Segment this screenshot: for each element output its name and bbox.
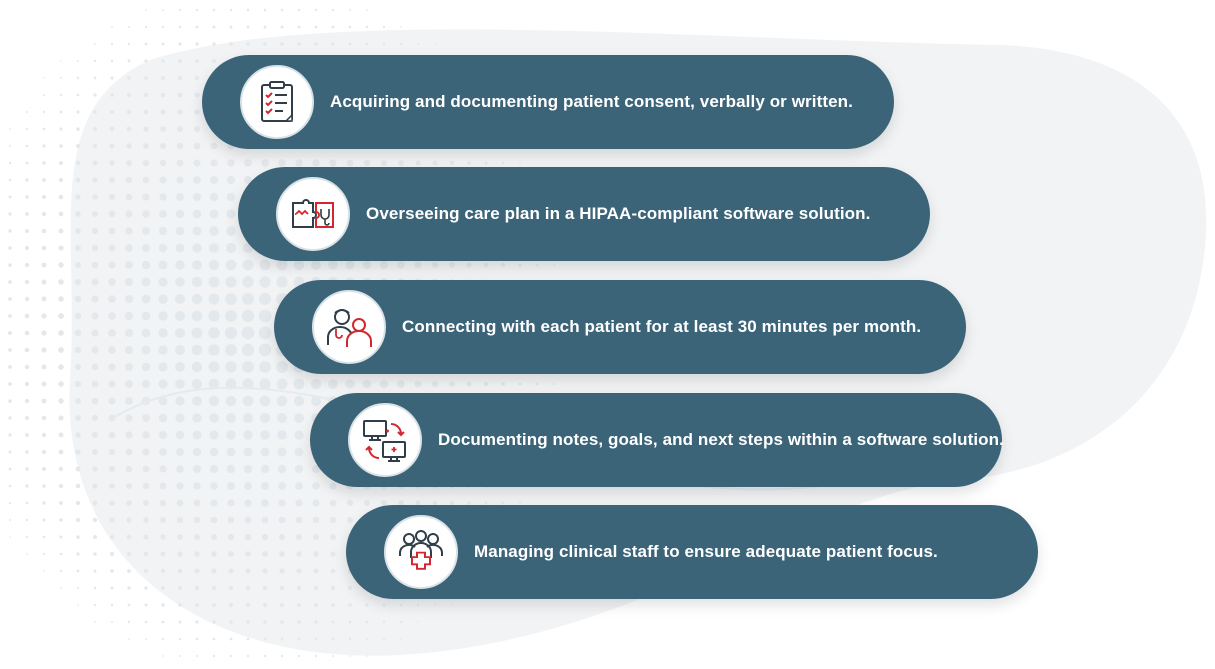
step-label: Managing clinical staff to ensure adequa… — [474, 542, 938, 561]
step-4: Documenting notes, goals, and next steps… — [310, 393, 1004, 487]
step-label: Overseeing care plan in a HIPAA-complian… — [366, 204, 871, 223]
step-label: Acquiring and documenting patient consen… — [330, 92, 853, 111]
step-label: Documenting notes, goals, and next steps… — [438, 430, 1004, 449]
step-3: Connecting with each patient for at leas… — [274, 280, 966, 374]
step-2: Overseeing care plan in a HIPAA-complian… — [238, 167, 930, 261]
computers-sync-icon — [348, 403, 422, 477]
step-5: Managing clinical staff to ensure adequa… — [346, 505, 1038, 599]
puzzle-heart-stethoscope-icon — [276, 177, 350, 251]
clipboard-checklist-icon — [240, 65, 314, 139]
step-1: Acquiring and documenting patient consen… — [202, 55, 894, 149]
step-label: Connecting with each patient for at leas… — [402, 317, 922, 336]
doctor-patient-icon — [312, 290, 386, 364]
staff-medical-cross-icon — [384, 515, 458, 589]
